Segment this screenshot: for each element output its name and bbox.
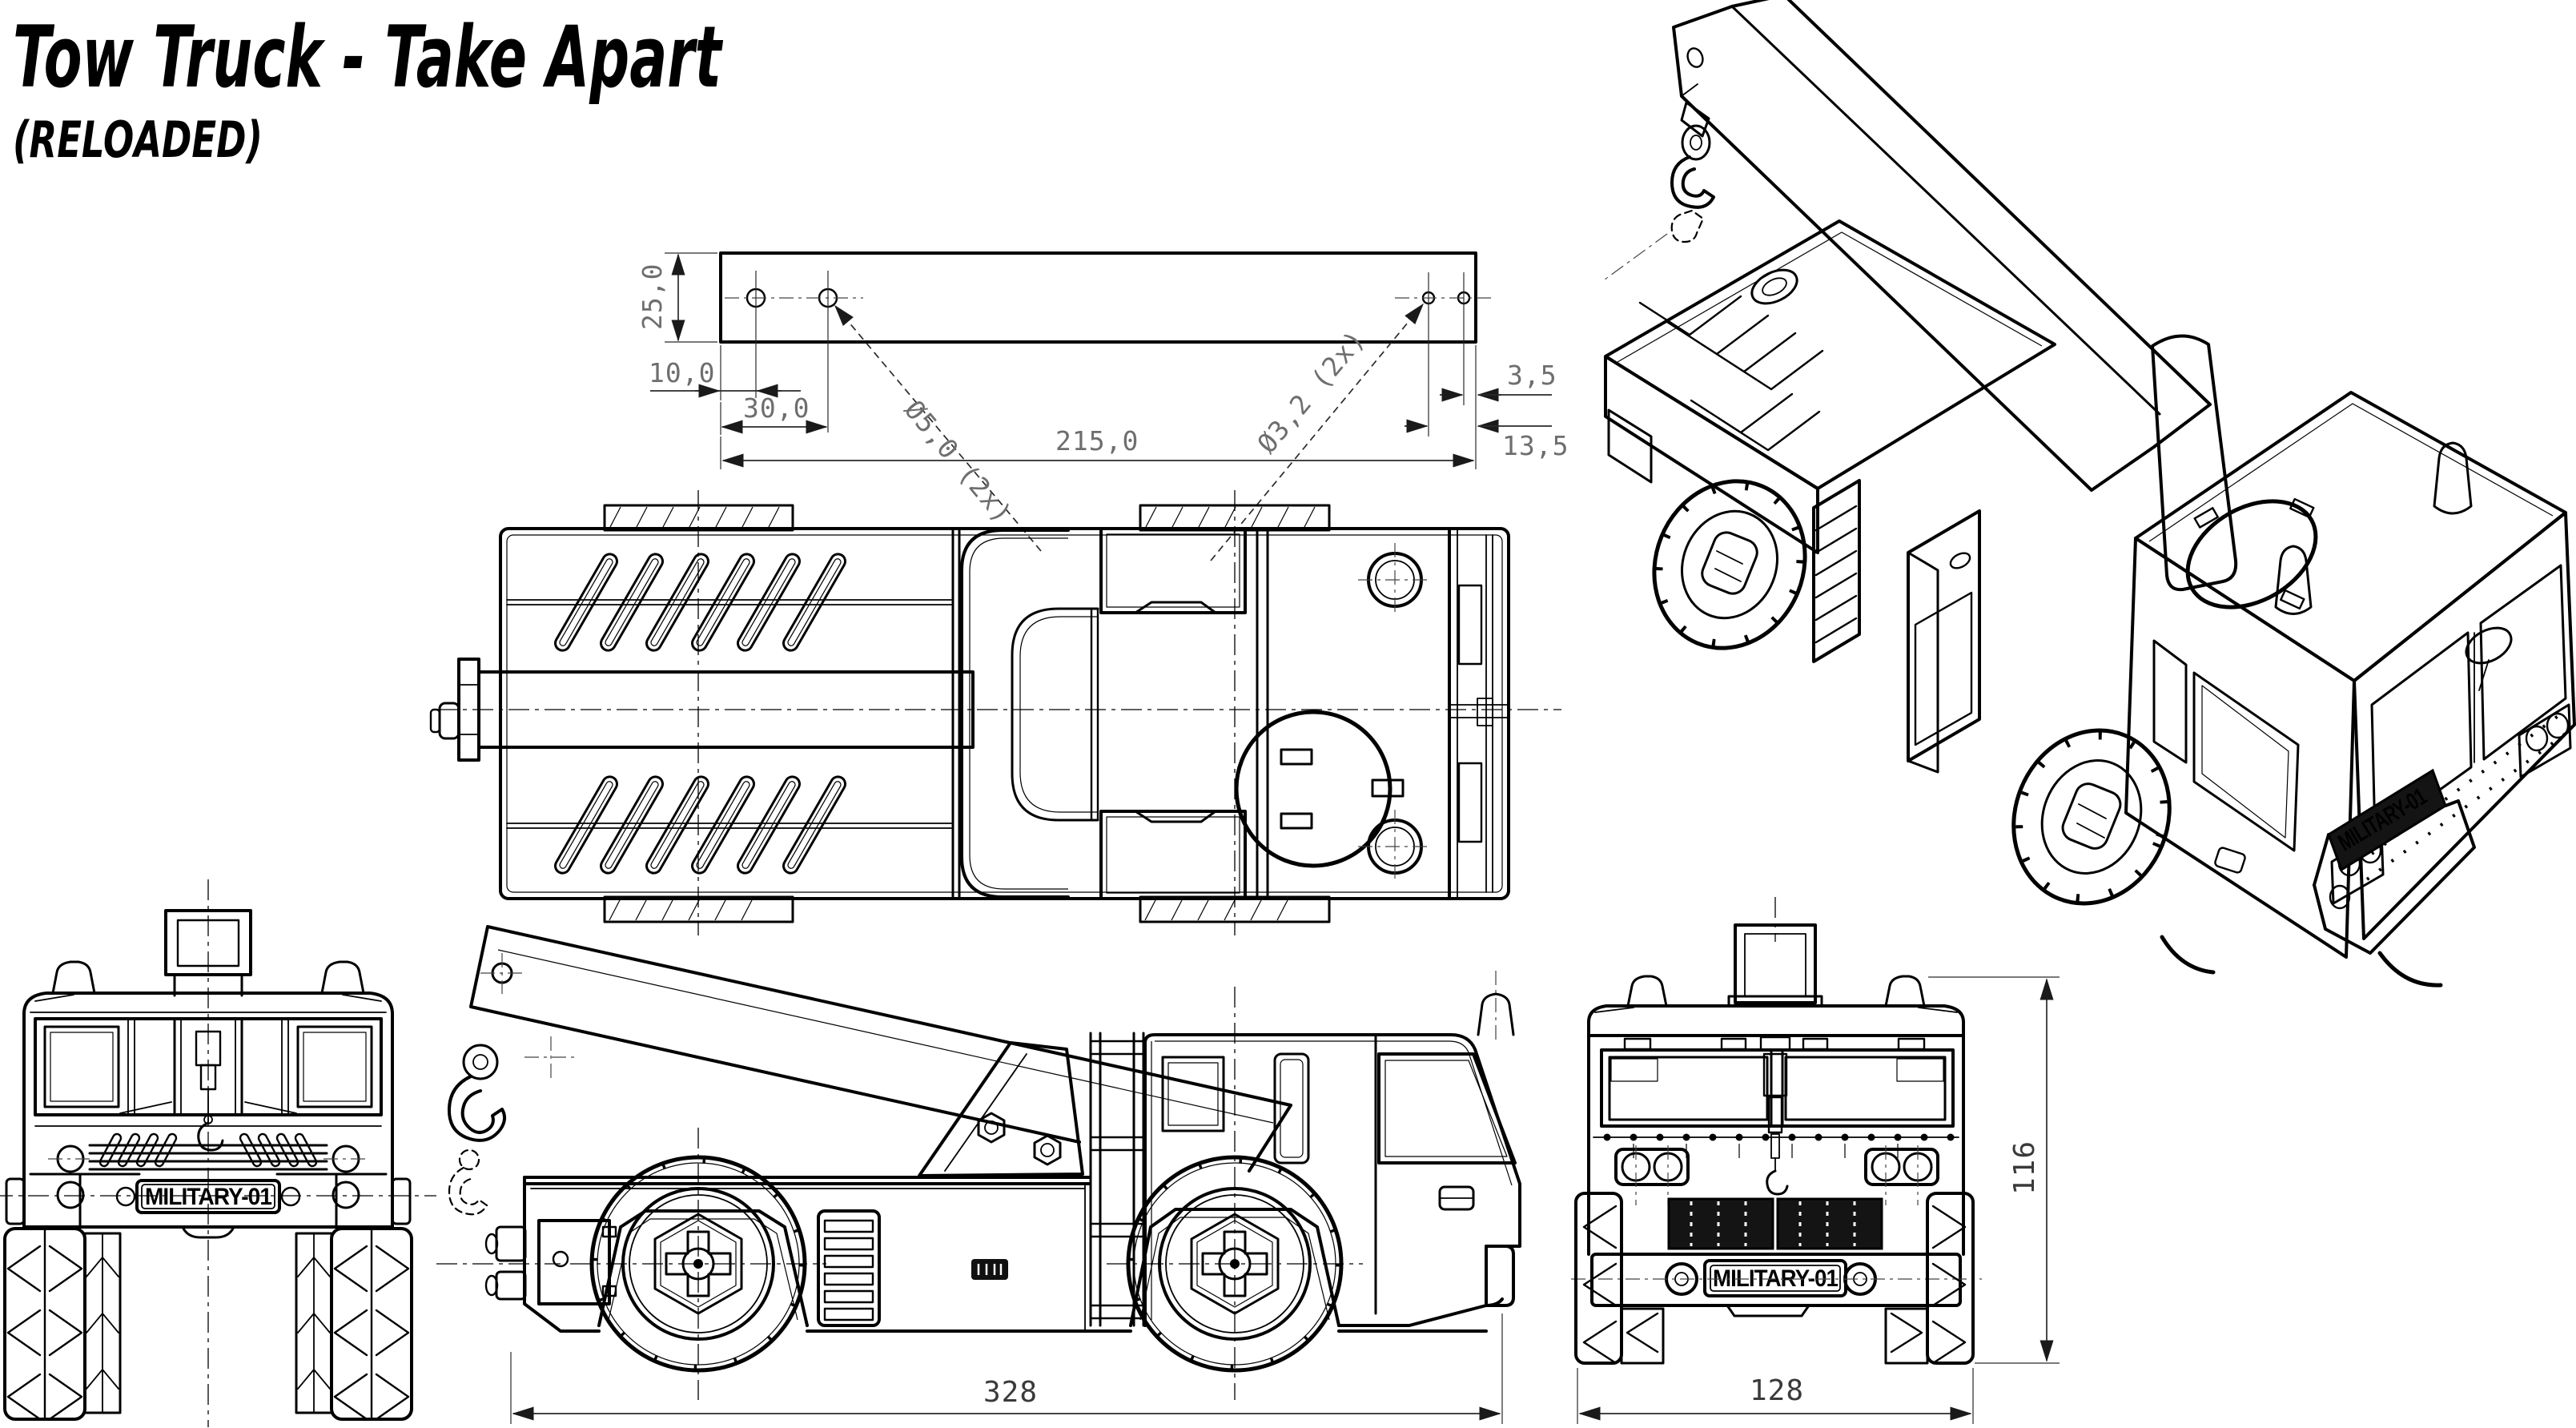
strip-part-drawing: 25,0 10,0 30,0 215,0 3,5 13,5 Ø5,0 (2x) … <box>637 251 1569 561</box>
rear-vents <box>98 1132 318 1168</box>
top-view <box>429 490 1561 935</box>
dim-edge1: 3,5 <box>1507 360 1557 391</box>
front-windshield <box>1600 1048 1955 1128</box>
dim-128: 128 <box>1577 1368 1974 1424</box>
rear-lights <box>48 1144 368 1209</box>
side-boom <box>469 925 1292 1173</box>
dim-side-length: 328 <box>983 1376 1038 1409</box>
hole-centerlines-v <box>755 271 1465 436</box>
front-wheels <box>1574 1192 1975 1365</box>
tread-marks <box>603 504 1331 923</box>
front-headlights <box>1614 1145 1939 1205</box>
iso-front-wheel <box>2011 728 2172 906</box>
dim-116: 116 <box>1928 976 2060 1364</box>
iso-hook <box>1601 101 1715 283</box>
iso-beacon-right <box>2433 441 2473 515</box>
iso-deck <box>1604 219 2056 554</box>
front-body-sides <box>1587 1034 1965 1256</box>
top-axle-centerlines <box>697 490 1236 935</box>
front-beacon-left <box>1626 975 1668 1008</box>
front-bolt-row <box>1593 1133 1959 1158</box>
front-fender <box>1129 1208 1340 1327</box>
dim-height: 25,0 <box>637 263 668 330</box>
rear-beacon-left <box>51 960 96 995</box>
front-beacon-right <box>1884 975 1926 1008</box>
beacon-top-view-1 <box>1358 543 1432 617</box>
iso-mid-structures <box>1812 479 1981 774</box>
front-winch-hook <box>1762 1052 1789 1196</box>
side-view: 328 <box>436 925 1521 1424</box>
page-title: Tow Truck - Take Apart <box>13 8 723 107</box>
boom-pivot-mark <box>524 1036 578 1078</box>
deck-cab-divider <box>951 527 961 900</box>
cab-rear-dome <box>960 529 1099 899</box>
dim-length: 215,0 <box>1055 425 1139 457</box>
roof-vent-rects <box>1623 1036 1926 1052</box>
iso-cab: MILITARY-01 <box>2124 391 2576 988</box>
dim-offset2: 30,0 <box>743 392 810 424</box>
iso-boom <box>1672 0 2212 492</box>
windshield-base-lines <box>1256 527 1269 900</box>
rear-winch-hook <box>195 1030 224 1152</box>
front-grille <box>1667 1197 1883 1250</box>
dim-328: 328 <box>510 1313 1503 1424</box>
strip-outline <box>719 251 1477 344</box>
beacon-top-view-2 <box>1358 810 1432 883</box>
iso-boom-support <box>2151 334 2238 592</box>
title-block: Tow Truck - Take Apart (RELOADED) <box>13 8 723 169</box>
iso-beacon-left <box>2274 545 2313 615</box>
boom-support <box>918 1041 1084 1177</box>
front-bumper: MILITARY-01 <box>1571 1253 1982 1317</box>
front-view: MILITARY-01 116 128 <box>1571 897 2060 1424</box>
rear-view: MILITARY-01 <box>0 879 436 1427</box>
isometric-view: MILITARY-01 <box>1601 0 2576 988</box>
rear-wheels <box>3 1227 413 1421</box>
cab-side-plates <box>1099 527 1247 900</box>
iso-rear-wheel <box>1652 479 1807 650</box>
rear-window-panel <box>34 1017 383 1116</box>
front-band-plan <box>1448 527 1509 900</box>
front-roof <box>1587 1004 1965 1037</box>
tow-hook-hidden <box>448 1148 488 1216</box>
page-subtitle: (RELOADED) <box>13 111 263 169</box>
boom-tower <box>164 909 252 976</box>
brand-mark <box>971 1259 1008 1280</box>
dim-edge2: 13,5 <box>1502 430 1569 461</box>
roof-hatch <box>1234 710 1405 868</box>
callout-5mm: Ø5,0 (2x) <box>898 394 1019 529</box>
side-bed <box>484 1176 1488 1333</box>
dim-front-width: 128 <box>1750 1374 1804 1407</box>
rear-beacon-right <box>320 960 365 995</box>
rear-bumper <box>29 1173 388 1227</box>
side-cab <box>1143 971 1521 1327</box>
dim-offset1: 10,0 <box>649 357 715 388</box>
tow-hook-solid <box>447 1044 506 1142</box>
dim-front-height: 116 <box>2008 1140 2041 1195</box>
